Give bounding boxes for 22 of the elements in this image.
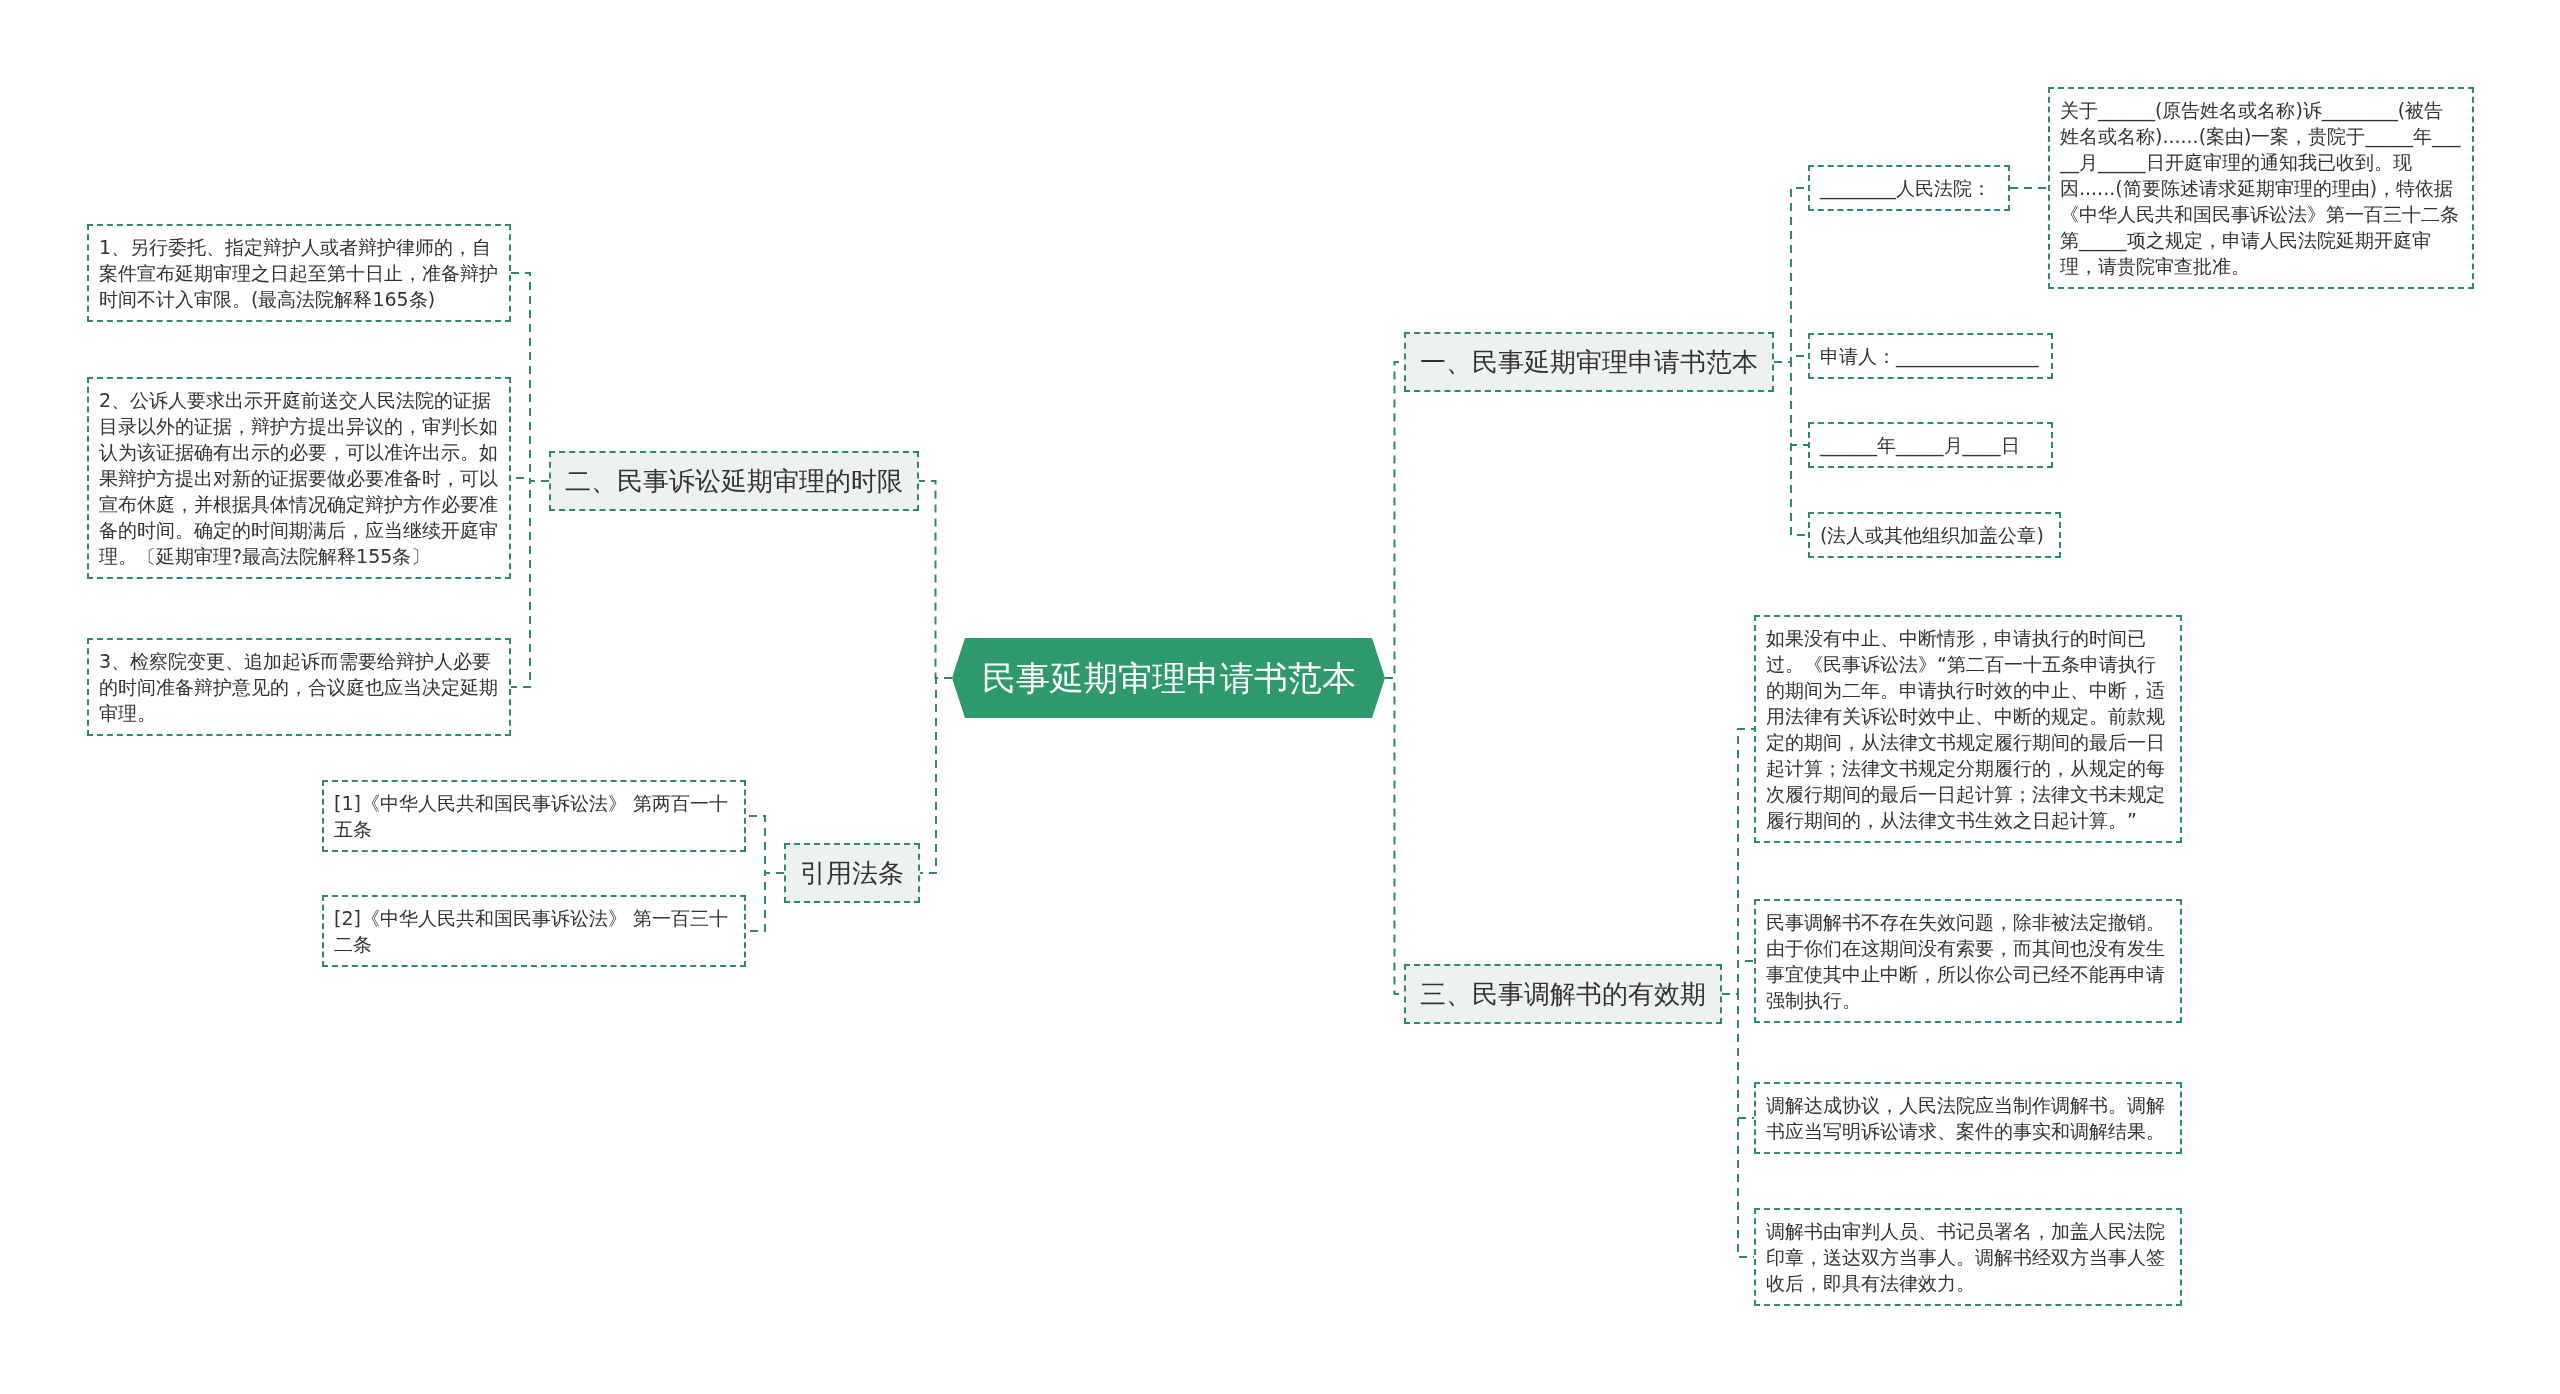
text-box: 关于______(原告姓名或名称)诉________(被告姓名或名称)......(案由)一案，贵院于_____年_____月_____日开庭审理的通知我已收到。现因......(简要陈述请求延期审理的理由)，特依据《中华人民共和国民事诉讼法》第一百三十二条第_____项之规定，申请人民法院延期开庭审理，请贵院审查批准。 xyxy=(2048,87,2474,289)
branch-topic-box: 三、民事调解书的有效期 xyxy=(1404,964,1722,1024)
text-box: [2]《中华人民共和国民事诉讼法》 第一百三十二条 xyxy=(322,895,746,967)
text-box: ______年_____月____日 xyxy=(1808,422,2053,468)
central-topic-hexagon: 民事延期审理申请书范本 xyxy=(952,638,1385,718)
text-box: 3、检察院变更、追加起诉而需要给辩护人必要的时间准备辩护意见的，合议庭也应当决定延期审理。 xyxy=(87,638,511,736)
connector-line xyxy=(2009,187,2049,189)
text-box: (法人或其他组织加盖公章) xyxy=(1808,512,2061,558)
text-box: 1、另行委托、指定辩护人或者辩护律师的，自案件宣布延期审理之日起至第十日止，准备辩护时间不计入审限。(最高法院解释165条) xyxy=(87,224,511,322)
text-box: 如果没有中止、中断情形，申请执行的时间已过。《民事诉讼法》“第二百一十五条申请执行的期间为二年。申请执行时效的中止、中断，适用法律有关诉讼时效中止、中断的规定。前款规定的期间，从法律文书规定履行期间的最后一日起计算；法律文书规定分期履行的，从规定的每次履行期间的最后一日起计算；法律文书未规定履行期间的，从法律文书生效之日起计算。” xyxy=(1754,615,2182,843)
text-box: 申请人：_______________ xyxy=(1808,333,2053,379)
text-box: 调解达成协议，人民法院应当制作调解书。调解书应当写明诉讼请求、案件的事实和调解结果。 xyxy=(1754,1082,2182,1154)
text-box: 调解书由审判人员、书记员署名，加盖人民法院印章，送达双方当事人。调解书经双方当事人签收后，即具有法律效力。 xyxy=(1754,1208,2182,1306)
text-box: 2、公诉人要求出示开庭前送交人民法院的证据目录以外的证据，辩护方提出异议的，审判长如认为该证据确有出示的必要，可以准许出示。如果辩护方提出对新的证据要做必要准备时，可以宣布休庭，并根据具体情况确定辩护方作必要准备的时间。确定的时间期满后，应当继续开庭审理。〔延期审理?最高法院解释155条〕 xyxy=(87,377,511,579)
branch-topic-box: 二、民事诉讼延期审理的时限 xyxy=(549,451,919,511)
connector-line xyxy=(919,677,953,874)
branch-topic-box: 引用法条 xyxy=(784,843,920,903)
branch-topic-box: 一、民事延期审理申请书范本 xyxy=(1404,332,1774,392)
text-box: [1]《中华人民共和国民事诉讼法》 第两百一十五条 xyxy=(322,780,746,852)
text-box: ________人民法院： xyxy=(1808,165,2010,211)
text-box: 民事调解书不存在失效问题，除非被法定撤销。由于你们在这期间没有索要，而其间也没有发生事宜使其中止中断，所以你公司已经不能再申请强制执行。 xyxy=(1754,899,2182,1023)
connector-line xyxy=(510,480,550,688)
